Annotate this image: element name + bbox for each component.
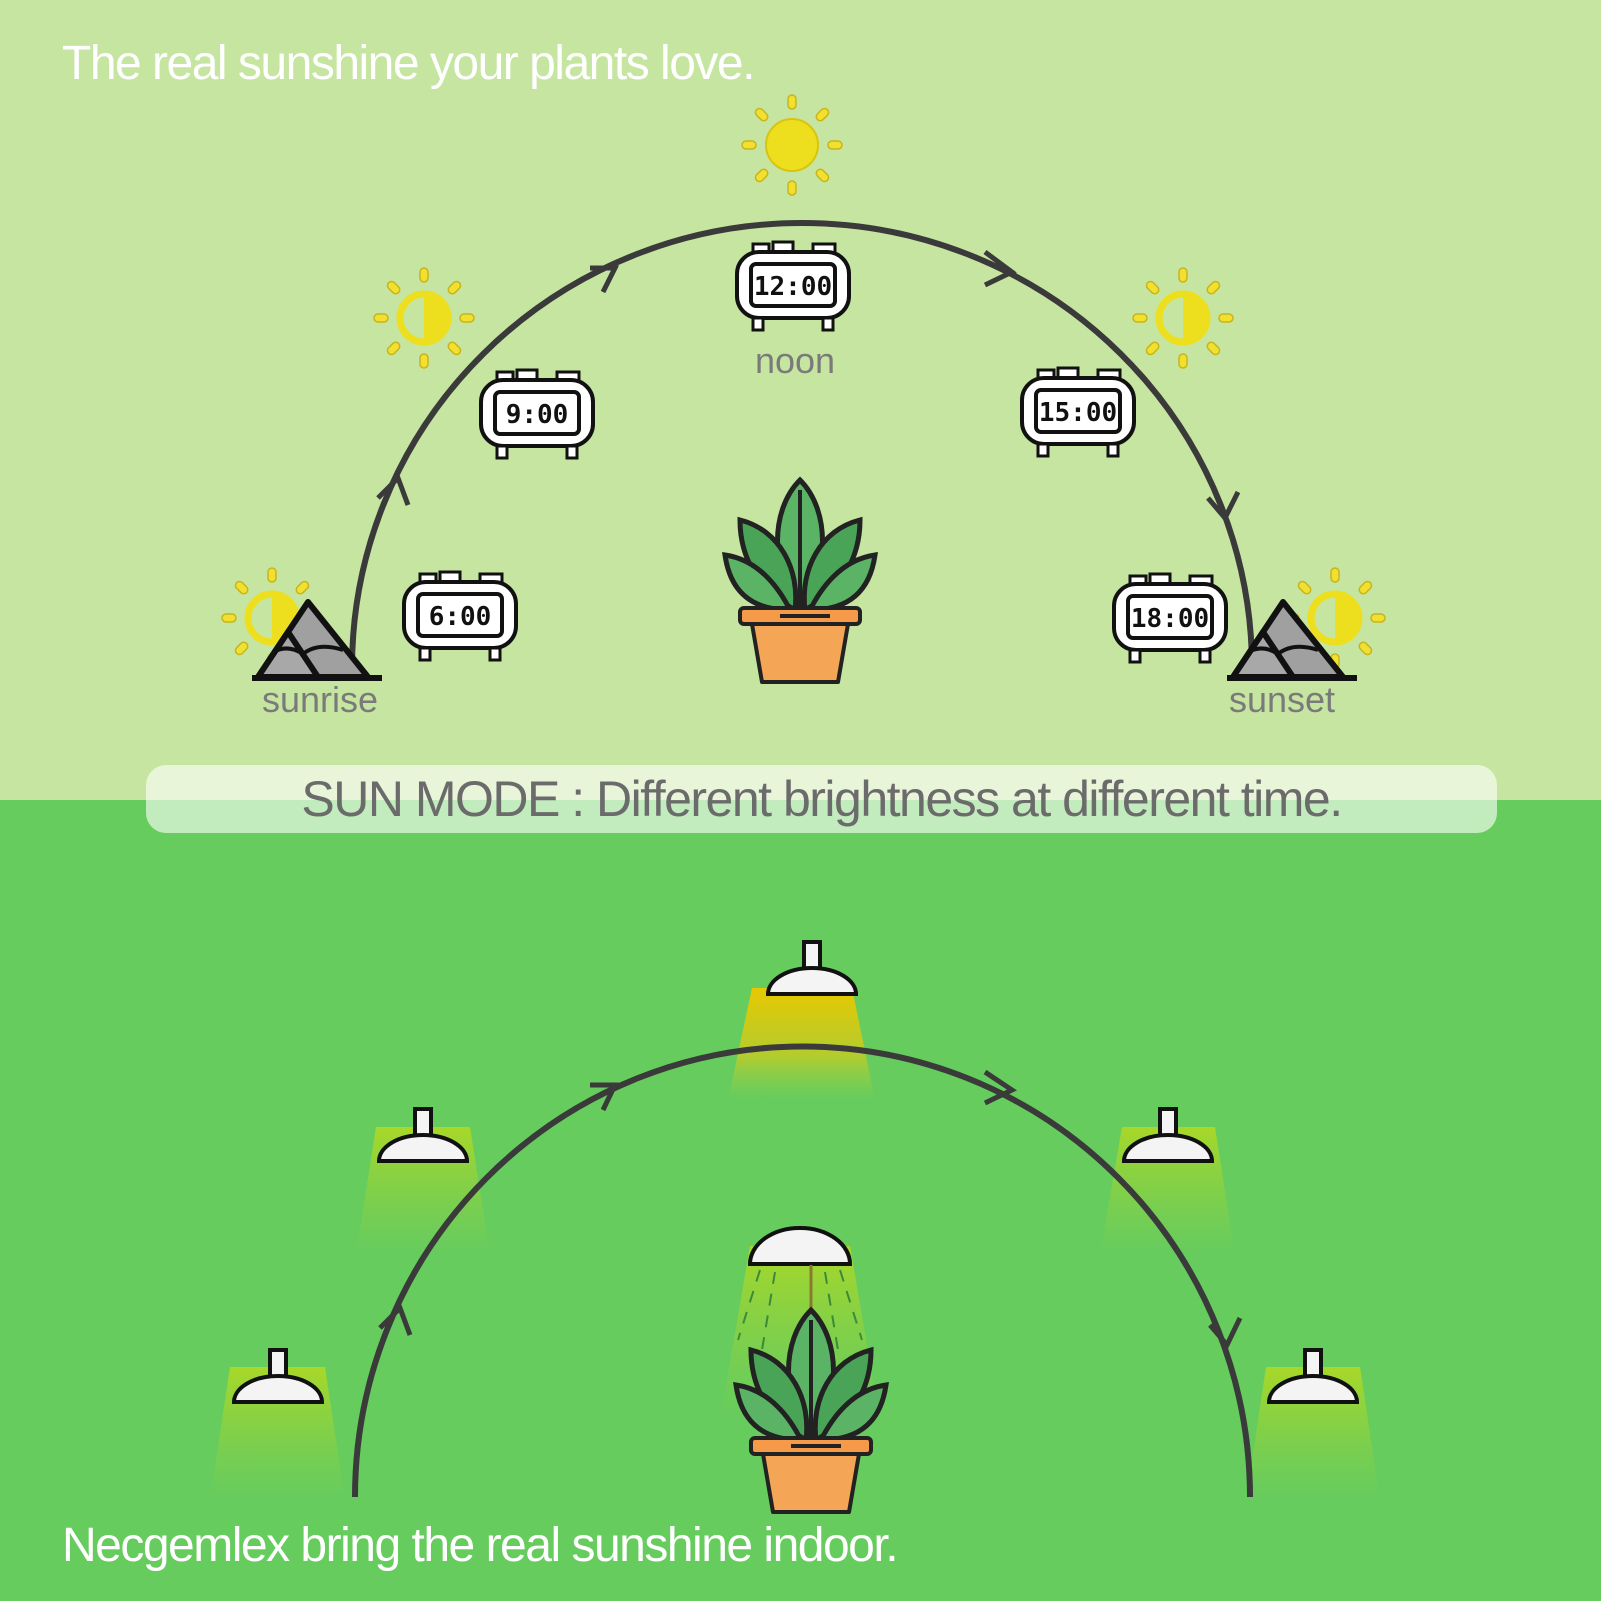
half-sun-icon bbox=[1133, 268, 1233, 368]
alarm-clock-icon: 6:00 bbox=[402, 570, 518, 662]
noon-label: noon bbox=[755, 340, 835, 381]
arc-arrows bbox=[376, 249, 1241, 523]
alarm-clock-icon: 9:00 bbox=[479, 368, 595, 460]
sun-icon bbox=[741, 94, 843, 196]
banner-text: SUN MODE : Different brightness at diffe… bbox=[301, 771, 1343, 827]
sun-path-arc bbox=[349, 220, 1255, 669]
sunrise-label: sunrise bbox=[262, 679, 378, 720]
alarm-clock-icon: 12:00 bbox=[735, 240, 851, 332]
clock-time: 9:00 bbox=[506, 400, 569, 430]
grow-lamp-icon bbox=[766, 940, 858, 996]
half-sun-icon bbox=[374, 268, 474, 368]
arc-arrows bbox=[378, 1069, 1243, 1350]
sun-mode-banner: SUN MODE : Different brightness at diffe… bbox=[146, 765, 1497, 833]
grow-lamp-icon bbox=[747, 1226, 853, 1266]
clock-time: 15:00 bbox=[1039, 398, 1117, 428]
header-title: The real sunshine your plants love. bbox=[62, 37, 755, 90]
footer-title: Necgemlex bring the real sunshine indoor… bbox=[62, 1519, 899, 1572]
lamp-path-arc bbox=[352, 1043, 1253, 1498]
sunset-label: sunset bbox=[1229, 679, 1335, 720]
alarm-clock-icon: 15:00 bbox=[1020, 366, 1136, 458]
clock-time: 18:00 bbox=[1131, 604, 1209, 634]
alarm-clock-icon: 18:00 bbox=[1112, 572, 1228, 664]
clock-time: 6:00 bbox=[429, 602, 492, 632]
potted-plant-icon bbox=[725, 480, 875, 682]
clock-time: 12:00 bbox=[754, 272, 832, 302]
